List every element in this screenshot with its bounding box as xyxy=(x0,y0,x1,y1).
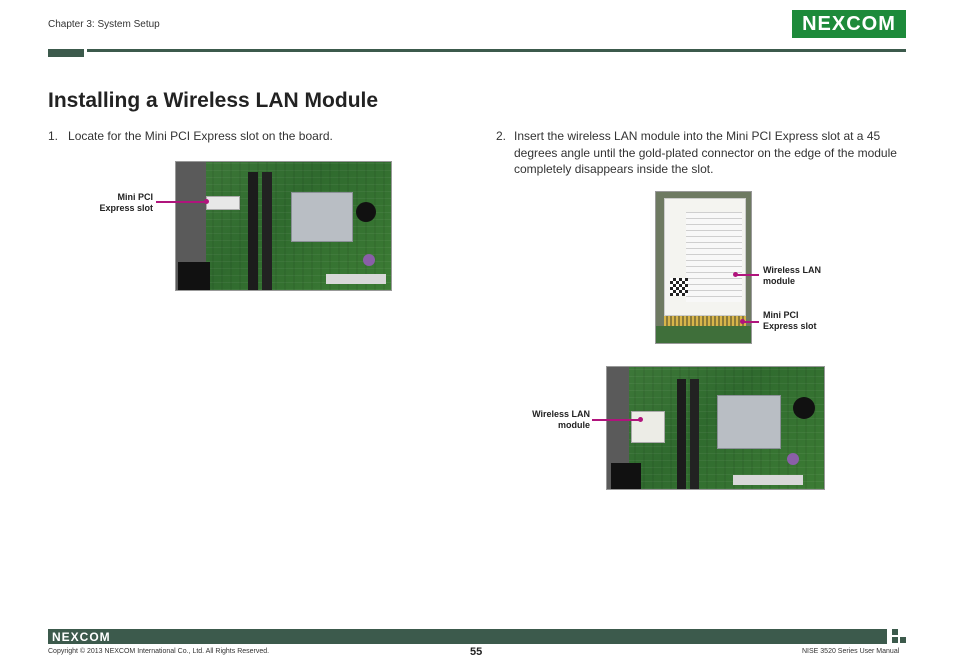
fig2-leader-a xyxy=(735,274,759,276)
memory-slot-shape-2 xyxy=(262,172,272,290)
step-2-number: 2. xyxy=(496,129,507,143)
step-2: 2. Insert the wireless LAN module into t… xyxy=(496,128,908,178)
chip-shape xyxy=(356,202,376,222)
page-number: 55 xyxy=(470,646,483,658)
footer-manual-name: NISE 3520 Series User Manual xyxy=(802,648,900,655)
installed-module-shape xyxy=(631,411,665,443)
chip-shape xyxy=(793,397,815,419)
fig2-label-b-line2: Express slot xyxy=(763,321,817,331)
step-1-number: 1. xyxy=(48,129,59,143)
black-component-shape xyxy=(178,262,210,290)
figure-board-slot-photo xyxy=(175,161,392,291)
fig1-leader-dot xyxy=(204,199,209,204)
black-component-shape xyxy=(611,463,641,489)
fig1-leader-line xyxy=(156,201,206,203)
heatsink-shape xyxy=(717,395,781,449)
footer-logo: NEXCOM xyxy=(52,630,111,644)
fig3-leader-line xyxy=(592,419,640,421)
logo-text: NEXCOM xyxy=(802,12,896,35)
heatsink-shape xyxy=(291,192,353,242)
step-1-text: Locate for the Mini PCI Express slot on … xyxy=(68,129,333,143)
fig1-callout-label: Mini PCI Express slot xyxy=(93,192,153,214)
footer-squares-icon xyxy=(892,629,908,644)
fig2-callout-a: Wireless LAN module xyxy=(763,265,821,287)
figure-module-installed-photo xyxy=(606,366,825,490)
header-rule xyxy=(87,49,906,52)
fig2-callout-b: Mini PCI Express slot xyxy=(763,310,817,332)
fig3-callout-label: Wireless LAN module xyxy=(512,409,590,431)
fig3-label-line1: Wireless LAN xyxy=(532,409,590,419)
fig1-label-line1: Mini PCI xyxy=(117,192,154,202)
mini-pci-slot-shape xyxy=(206,196,240,210)
fig2-leader-b xyxy=(742,321,759,323)
fig2-label-b-line1: Mini PCI xyxy=(763,310,799,320)
chassis-edge-shape xyxy=(607,367,629,489)
module-label-shape xyxy=(686,212,742,302)
chapter-heading: Chapter 3: System Setup xyxy=(48,19,160,30)
gold-connector-shape xyxy=(664,316,746,326)
connector-strip-shape xyxy=(733,475,803,485)
page-title: Installing a Wireless LAN Module xyxy=(48,89,379,112)
footer-copyright: Copyright © 2013 NEXCOM International Co… xyxy=(48,648,270,655)
memory-slot-shape xyxy=(248,172,258,290)
memory-slot-shape xyxy=(677,379,686,489)
fig3-leader-dot xyxy=(638,417,643,422)
fig2-leader-a-dot xyxy=(733,272,738,277)
fig2-label-a-line2: module xyxy=(763,276,796,286)
fig2-leader-b-dot xyxy=(740,319,745,324)
header-accent-block xyxy=(48,49,84,57)
fig3-label-line2: module xyxy=(557,420,590,430)
connector-strip-shape xyxy=(326,274,386,284)
capacitor-shape xyxy=(787,453,799,465)
nexcom-logo: NEXCOM xyxy=(792,10,906,38)
footer-bar xyxy=(48,629,887,644)
fig1-label-line2: Express slot xyxy=(99,203,153,213)
step-1: 1. Locate for the Mini PCI Express slot … xyxy=(48,129,333,143)
memory-slot-shape-2 xyxy=(690,379,699,489)
qr-code-shape xyxy=(670,278,688,296)
slot-base-shape xyxy=(656,326,751,343)
step-2-text: Insert the wireless LAN module into the … xyxy=(514,129,897,176)
figure-module-closeup-photo xyxy=(655,191,752,344)
fig2-label-a-line1: Wireless LAN xyxy=(763,265,821,275)
capacitor-shape xyxy=(363,254,375,266)
